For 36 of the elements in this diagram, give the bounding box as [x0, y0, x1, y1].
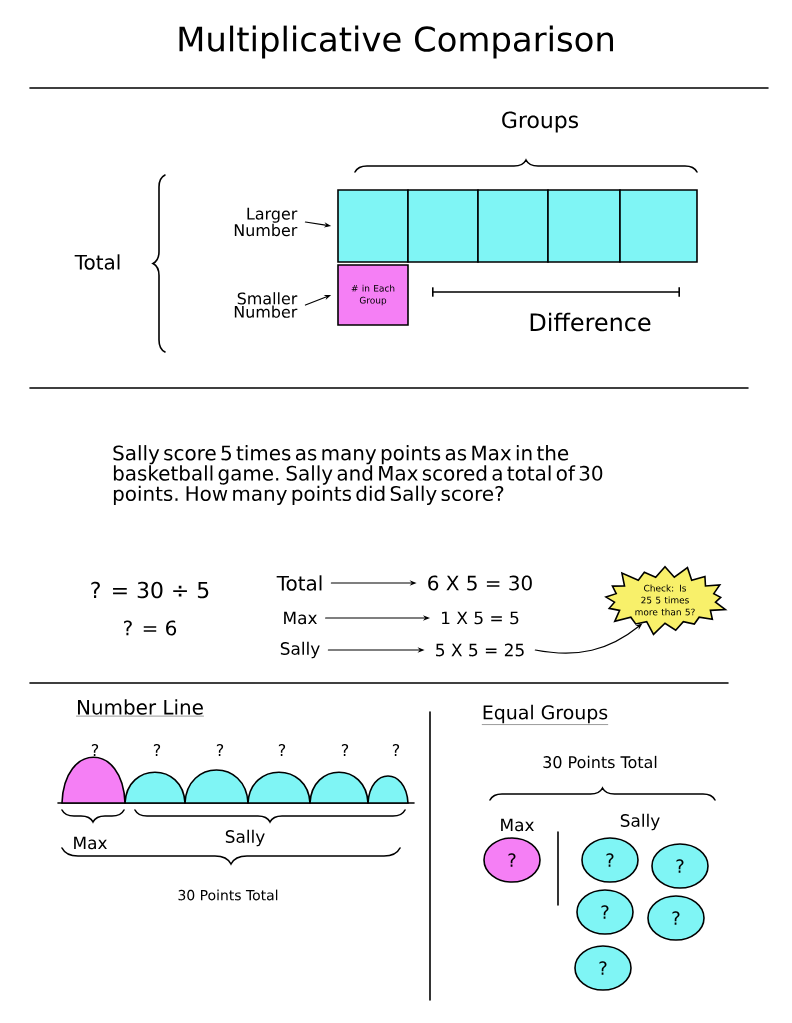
brace-label: 30 Points Total — [178, 889, 278, 901]
title: Multiplicative Comparison — [179, 25, 613, 59]
bar-segment — [547, 189, 621, 263]
equation: ? = 6 — [124, 620, 177, 636]
text-label: Total — [276, 575, 322, 591]
brace-label: Max — [74, 836, 107, 850]
section-heading: Number Line — [75, 699, 205, 717]
text-label: Max — [284, 611, 317, 625]
question-mark: ? — [392, 744, 400, 756]
question-mark: ? — [216, 744, 224, 756]
text-label: 5 X 5 = 25 — [436, 643, 524, 657]
brace-label: 30 Points Total — [543, 755, 657, 769]
bar-segment — [407, 189, 479, 263]
column-label: Sally — [620, 813, 660, 831]
word-problem: Sally score 5 times as many points as Max in the basketball game. Sally and Max scored a total of 30 points. How many points did Sally score? — [113, 445, 603, 505]
question-mark: ? — [278, 744, 286, 756]
text-label: 1 X 5 = 5 — [442, 611, 519, 625]
bar-segment — [477, 189, 549, 263]
section-heading: Equal Groups — [481, 704, 609, 725]
callout-burst: Check: Is 25 5 times more than 5? — [604, 565, 728, 636]
heading: Groups — [502, 111, 579, 133]
question-mark: ? — [341, 744, 349, 756]
brace-label: Sally — [225, 829, 265, 847]
bar-segment — [619, 189, 698, 263]
equation: ? = 30 ÷ 5 — [91, 581, 209, 599]
text-label: 6 X 5 = 30 — [428, 575, 532, 591]
dimension-label: Difference — [530, 312, 651, 332]
question-mark: ? — [91, 744, 99, 756]
column-label: Max — [501, 818, 534, 832]
text-label: Smaller Number — [234, 292, 298, 318]
question-mark: ? — [153, 744, 161, 756]
text-label: Larger Number — [234, 207, 298, 237]
brace-label: Total — [74, 254, 120, 270]
text-label: Sally — [280, 641, 320, 659]
bar-segment — [337, 189, 409, 263]
group-box: # in Each Group — [337, 264, 409, 326]
